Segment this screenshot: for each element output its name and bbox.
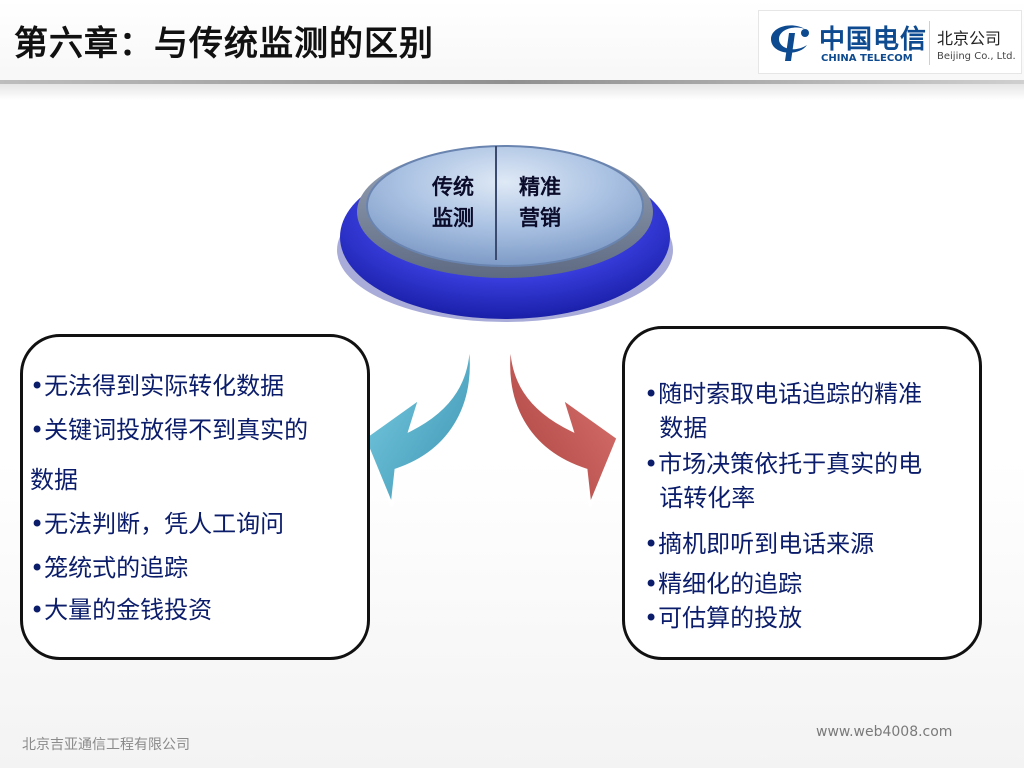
right-item-5: •摘机即听到电话来源 [644,530,875,558]
left-item-5: •笼统式的追踪 [30,554,189,582]
center-right-line2: 营销 [519,206,561,230]
left-item-6: •大量的金钱投资 [30,596,213,624]
precision-list: •随时索取电话追踪的精准 数据 •市场决策依托于真实的电 话转化率 •摘机即听到… [644,374,922,632]
right-item-2: 数据 [644,414,708,442]
center-label-precision: 精准 营销 [505,172,575,234]
slide-title: 第六章：与传统监测的区别 [14,24,434,64]
center-disc [337,145,673,322]
left-item-2: •关键词投放得不到真实的 [30,416,309,444]
right-item-4: 话转化率 [644,484,756,512]
right-item-7: •可估算的投放 [644,604,803,632]
logo-branch-en: Beijing Co., Ltd. [937,51,1016,62]
left-item-3: 数据 [30,466,78,494]
center-label-traditional: 传统 监测 [418,172,488,234]
traditional-list: •无法得到实际转化数据 •关键词投放得不到真实的 数据 •无法判断，凭人工询问 … [30,366,308,630]
china-telecom-logo: 中国电信 CHINA TELECOM 北京公司 Beijing Co., Ltd… [758,10,1022,74]
logo-cn-name: 中国电信 [819,25,928,55]
left-curved-arrow-icon [362,331,473,507]
logo-branch-cn: 北京公司 [937,29,1002,48]
left-item-4: •无法判断，凭人工询问 [30,510,285,538]
disc-top [366,145,644,267]
traditional-monitoring-box [20,334,370,660]
logo-separator [929,21,930,65]
right-item-6: •精细化的追踪 [644,570,803,598]
center-right-line1: 精准 [519,175,561,199]
header-shadow [0,84,1024,100]
left-item-1: •无法得到实际转化数据 [30,372,285,400]
right-item-3: •市场决策依托于真实的电 [644,450,923,478]
center-left-line1: 传统 [432,175,474,199]
footer-company: 北京吉亚通信工程有限公司 [22,737,190,753]
right-item-1: •随时索取电话追踪的精准 [644,380,923,408]
telecom-swirl-icon [771,25,809,61]
footer-website: www.web4008.com [816,724,953,740]
header-divider [0,80,1024,84]
curved-arrows [362,331,620,507]
center-left-line2: 监测 [432,206,474,230]
right-curved-arrow-icon [507,331,620,507]
logo-en-name: CHINA TELECOM [821,53,913,64]
precision-marketing-box [622,326,982,660]
